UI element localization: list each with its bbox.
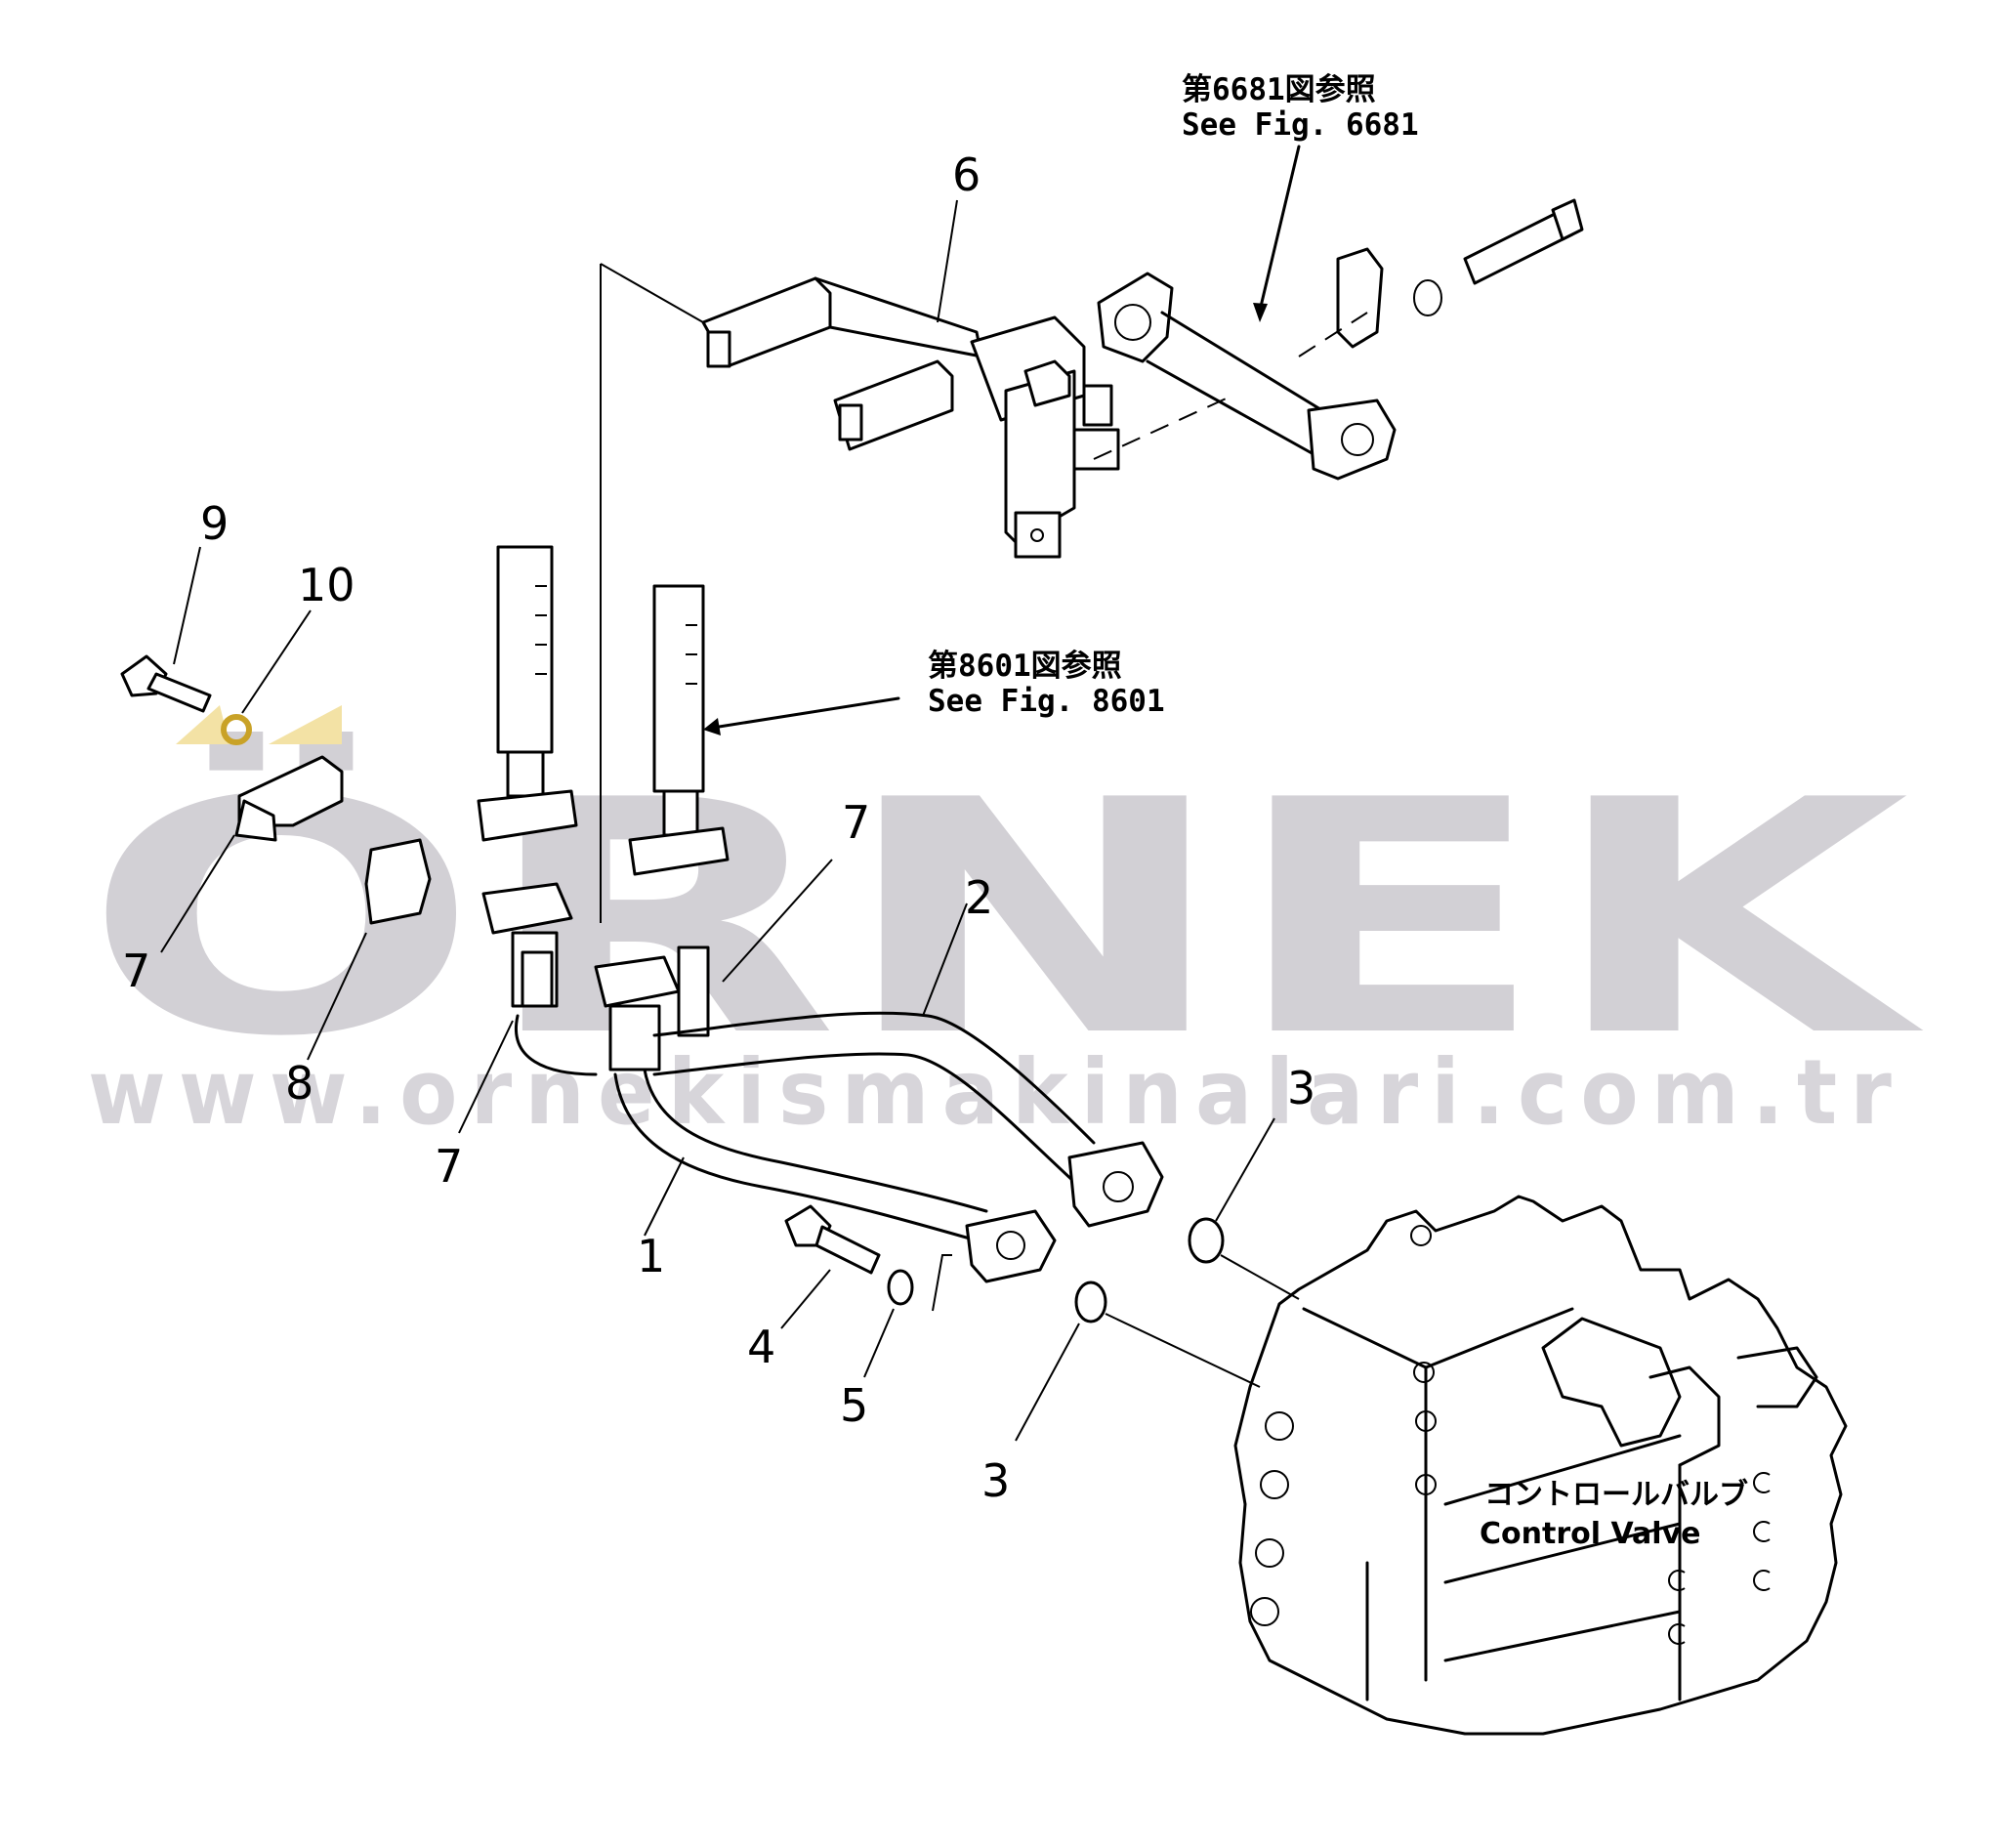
control-valve-body [1233, 1195, 1848, 1736]
callout-6: 6 [952, 148, 981, 201]
callout-5: 5 [840, 1379, 868, 1432]
pipe-2 [652, 1011, 1164, 1228]
control-valve-en: Control Valve [1480, 1517, 1700, 1551]
clamp-bracket [234, 755, 344, 842]
cylinder-left [477, 545, 578, 842]
o-ring-lower [1074, 1281, 1107, 1323]
linkage-shaft [1093, 198, 1584, 481]
highlight-marker-left [176, 705, 230, 744]
control-valve-label: コントロールバルブ Control Valve [1480, 1478, 1748, 1551]
valve-block-right [594, 945, 710, 1071]
bolt-9 [120, 654, 212, 713]
callout-7-upper: 7 [842, 796, 870, 849]
pipe-1 [613, 1068, 1057, 1283]
control-valve-jp: コントロールバルブ [1484, 1478, 1748, 1512]
callouts: 1 2 3 3 3 4 5 6 7 7 7 7 8 9 10 [122, 148, 1315, 1507]
fig-6681-en: See Fig. 6681 [1182, 107, 1419, 143]
valve-block-left [481, 882, 573, 1008]
fig-6681-arrow [1258, 145, 1301, 313]
callout-7-left: 7 [122, 945, 150, 997]
clamp-half [364, 838, 432, 925]
callout-8: 8 [285, 1057, 313, 1110]
reference-fig-8601: 第8601図参照 See Fig. 8601 [928, 649, 1165, 719]
callout-4: 4 [747, 1321, 775, 1373]
highlight-marker-right [269, 705, 342, 744]
cylinder-right [628, 584, 730, 876]
fig-8601-en: See Fig. 8601 [928, 684, 1165, 719]
bolt-4 [784, 1204, 881, 1275]
o-ring-upper [1188, 1217, 1225, 1264]
callout-3-upper: 3 [1287, 1062, 1315, 1114]
fig-8601-jp: 第8601図参照 [928, 649, 1122, 684]
callout-7-lower: 7 [435, 1140, 463, 1193]
watermark: ÖRNEK www.ornekismakinalari.com.tr [83, 729, 1927, 1145]
leader-lines [160, 199, 1275, 1442]
callout-3-lower: 3 [981, 1454, 1010, 1507]
callout-2: 2 [965, 871, 993, 924]
callout-1: 1 [637, 1230, 665, 1282]
fig-6681-jp: 第6681図参照 [1182, 72, 1376, 107]
callout-9: 9 [200, 497, 229, 550]
callout-10: 10 [298, 559, 355, 611]
watermark-url: www.ornekismakinalari.com.tr [88, 1040, 1904, 1145]
washer-5 [887, 1269, 914, 1306]
fig-8601-arrow [711, 696, 900, 730]
arm-assembly [701, 276, 1120, 559]
reference-fig-6681: 第6681図参照 See Fig. 6681 [1182, 72, 1419, 143]
washer-10 [221, 714, 252, 745]
